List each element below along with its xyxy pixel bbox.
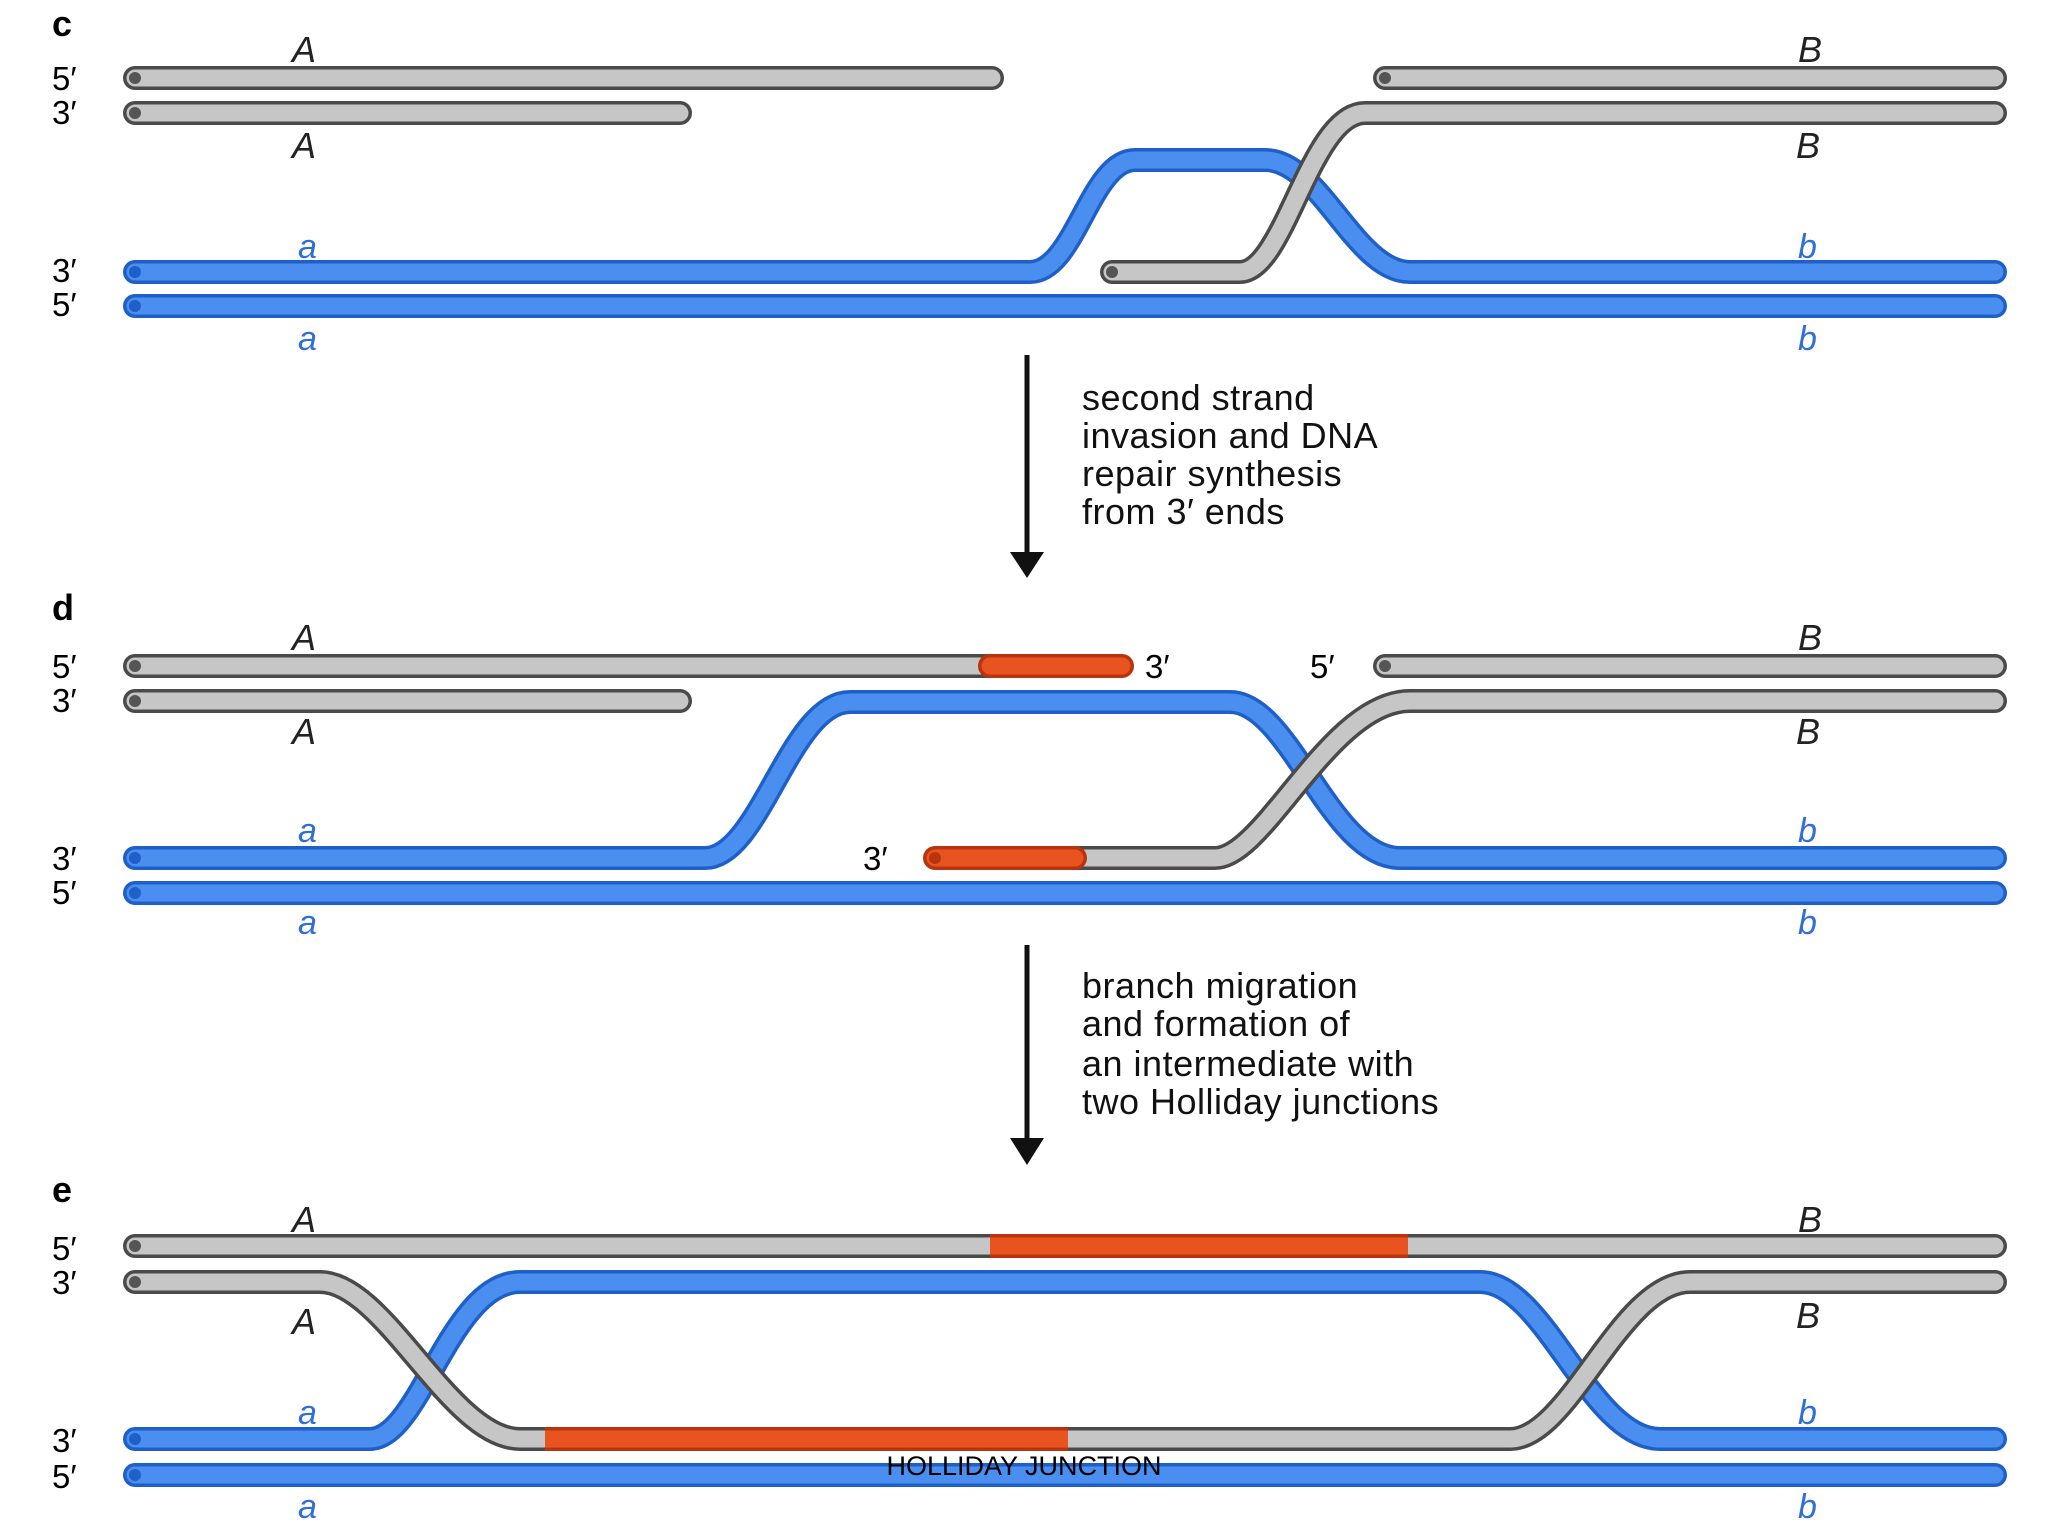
step1-line3: repair synthesis [1082,453,1342,494]
gene-label-B-top: B [1798,617,1822,658]
gene-label-a-bottom: a [298,904,317,942]
label-3prime-top: 3′ [52,94,77,131]
gene-label-B-top: B [1798,29,1822,70]
gene-label-A-top: A [290,617,316,658]
arrow-head-1 [1010,552,1044,578]
gene-label-b-top: b [1798,812,1817,850]
gray-duplex-A-c [123,66,1004,125]
blue-duplex-d [123,690,2007,905]
arrow-head-2 [1010,1138,1044,1165]
gray-duplex-A-d [123,654,1134,713]
step2-line2: and formation of [1082,1003,1351,1044]
step2-line4: two Holliday junctions [1082,1081,1439,1122]
label-5prime-bottom: 5′ [52,286,77,323]
step-arrow-2: branch migration and formation of an int… [1010,945,1439,1165]
gene-label-B-bottom: B [1796,1295,1820,1336]
gray-duplex-B-d [923,654,2007,870]
gene-label-a-top: a [298,812,317,850]
panel-letter-c: c [52,3,72,44]
step1-line2: invasion and DNA [1082,415,1378,456]
gene-label-A-bottom: A [290,1301,316,1342]
gene-label-b-bottom: b [1798,904,1817,942]
strand-end-caps-e [129,1240,141,1481]
label-5prime-bottom: 5′ [52,1458,77,1495]
gene-label-B-top: B [1798,1199,1822,1240]
label-5prime-B-end: 5′ [1310,648,1335,685]
gene-label-B-bottom: B [1796,711,1820,752]
blue-strand-top-d [123,690,2007,870]
label-3prime-new-end: 3′ [1145,648,1170,685]
step1-line1: second strand [1082,377,1315,418]
label-5prime-top: 5′ [52,1230,77,1267]
gene-label-A-bottom: A [290,711,316,752]
gene-label-B-bottom: B [1796,125,1820,166]
gray-invading-strand-c [1100,101,2007,284]
label-5prime-top: 5′ [52,60,77,97]
label-3prime-middle-end: 3′ [863,840,888,877]
gene-label-b-top: b [1798,228,1817,266]
label-3prime-top: 3′ [52,682,77,719]
label-5prime-bottom: 5′ [52,874,77,911]
step1-line4: from 3′ ends [1082,491,1285,532]
panel-c: c 5′ 3′ 3′ 5′ A A B B a a b b [52,3,2007,358]
blue-duplex-e [123,1270,2007,1487]
label-3prime-bottom: 3′ [52,252,77,289]
gene-label-b-top: b [1798,1394,1817,1432]
gene-label-a-bottom: a [298,320,317,358]
label-5prime-top: 5′ [52,648,77,685]
step2-line3: an intermediate with [1082,1043,1414,1084]
panel-letter-e: e [52,1169,72,1210]
caption-holliday-junction: HOLLIDAY JUNCTION [886,1451,1161,1481]
panel-d: d 5′ 3′ 3′ 5′ 3′ 5′ 3′ A A B B a a b b [52,587,2007,942]
strand-end-caps-d [129,660,1391,899]
label-3prime-bottom: 3′ [52,1422,77,1459]
gray-crossing-strand-e [123,1270,2007,1451]
gene-label-b-bottom: b [1798,320,1817,358]
step-arrow-1: second strand invasion and DNA repair sy… [1010,355,1378,578]
gene-label-b-bottom: b [1798,1488,1817,1526]
gene-label-A-top: A [290,1199,316,1240]
strand-end-caps-c [129,72,1391,312]
label-3prime-bottom: 3′ [52,840,77,877]
gene-label-a-top: a [298,228,317,266]
gray-invading-strand-d [1063,689,2007,870]
panel-letter-d: d [52,587,74,628]
gene-label-a-bottom: a [298,1488,317,1526]
label-3prime-top: 3′ [52,1264,77,1301]
gene-label-A-top: A [290,29,316,70]
gray-duplex-B-c [1100,66,2007,284]
step2-line1: branch migration [1082,965,1358,1006]
gene-label-A-bottom: A [290,125,316,166]
gene-label-a-top: a [298,1394,317,1432]
panel-e: e 5′ 3′ 3′ 5′ A A B B a a b b [52,1169,2007,1526]
blue-duplex-c [123,148,2007,318]
